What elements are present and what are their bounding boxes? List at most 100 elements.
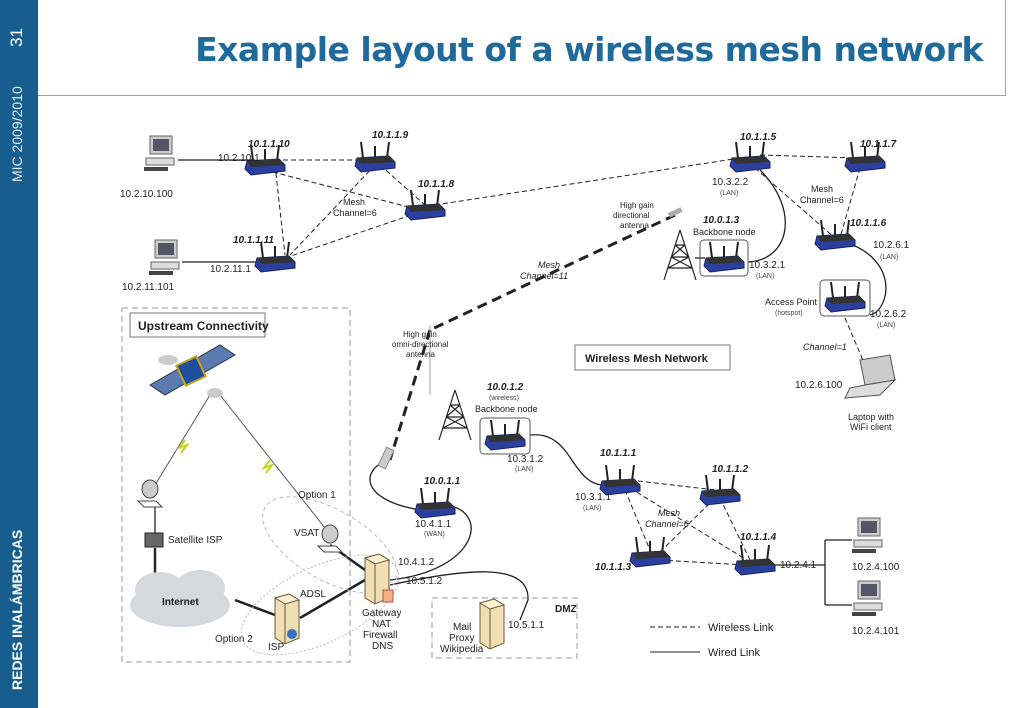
option2-ellipse xyxy=(240,554,400,656)
channel-label: Channel=11 xyxy=(520,271,568,281)
laptop-icon xyxy=(844,354,897,399)
gateway-label: Firewall xyxy=(363,630,397,641)
node-label: 10.1.1.4 xyxy=(740,532,777,543)
user-icon xyxy=(287,629,297,639)
wireless-label: (wireless) xyxy=(489,395,519,402)
channel-label: Channel=6 xyxy=(645,519,689,529)
pc-ip: 10.2.4.101 xyxy=(852,626,900,637)
legend-wireless-label: Wireless Link xyxy=(708,622,774,634)
node-label: 10.0.1.1 xyxy=(424,476,461,487)
firewall-icon xyxy=(382,589,394,603)
pc-ip: 10.2.11.101 xyxy=(122,282,175,293)
antenna-label: High gain xyxy=(620,201,654,210)
access-point-box xyxy=(819,279,871,317)
router-icon xyxy=(824,281,866,313)
gw-ip: 10.2.10.1 xyxy=(218,153,260,164)
ip-label: 10.3.1.1 xyxy=(575,492,612,503)
node-label: 10.1.1.10 xyxy=(248,139,290,150)
adsl-label: ADSL xyxy=(300,589,327,600)
pc-ip: 10.2.4.100 xyxy=(852,562,900,573)
lan-label: (LAN) xyxy=(720,190,738,197)
header-divider xyxy=(38,95,1006,96)
dmz-label: DMZ xyxy=(555,604,577,615)
satellite-dish-icon xyxy=(137,479,163,508)
mesh-label: Mesh xyxy=(343,197,365,207)
router-icon xyxy=(254,241,296,273)
lan-label: (LAN) xyxy=(583,505,601,512)
upstream-region xyxy=(121,307,351,663)
backbone-label: Backbone node xyxy=(475,404,538,414)
gateway-label: Gateway xyxy=(362,608,401,619)
lightning-icon xyxy=(261,459,275,474)
internet-cloud-icon xyxy=(130,570,230,627)
antenna-label: omni-directional xyxy=(392,340,449,349)
antenna-label: High gain xyxy=(403,330,437,339)
ip-label: 10.2.6.100 xyxy=(795,380,843,391)
backbone-label: Backbone node xyxy=(693,227,756,237)
option1-label: Option 1 xyxy=(298,490,336,501)
access-point-label: Access Point xyxy=(765,297,818,307)
antenna-label: directional xyxy=(613,211,650,220)
isp-label: ISP xyxy=(268,642,284,653)
router-icon xyxy=(734,544,776,576)
ip-label: 10.3.2.2 xyxy=(712,177,749,188)
laptop-label: WiFi client xyxy=(850,422,892,432)
dmz-server-icon xyxy=(479,598,505,650)
router-icon xyxy=(484,419,526,451)
ip-label: 10.3.1.2 xyxy=(507,454,544,465)
ip-label: 10.4.1.2 xyxy=(398,557,435,568)
mesh-label: Mesh xyxy=(658,508,680,518)
backbone-box xyxy=(479,417,531,455)
mesh-label-box xyxy=(574,344,731,371)
mesh-label: Mesh xyxy=(538,260,560,270)
router-icon xyxy=(404,189,446,221)
modem-icon xyxy=(144,532,164,548)
router-icon xyxy=(599,464,641,496)
lan-label: (LAN) xyxy=(756,273,774,280)
vsat-dish-icon xyxy=(317,524,343,553)
wan-label: (WAN) xyxy=(424,531,445,538)
node-label: 10.1.1.9 xyxy=(372,130,409,141)
pc-ip: 10.2.10.100 xyxy=(120,189,173,200)
option1-ellipse xyxy=(262,496,398,594)
router-icon xyxy=(354,141,396,173)
channel-label: Channel=6 xyxy=(800,195,844,205)
router-icon xyxy=(414,487,456,519)
lan-label: (LAN) xyxy=(515,466,533,473)
ip-label: 10.5.1.1 xyxy=(508,620,545,631)
router-icon xyxy=(814,219,856,251)
node-label: 10.1.1.8 xyxy=(418,179,455,190)
satellite-isp-label: Satellite ISP xyxy=(168,535,223,546)
sidebar: 31 MIC 2009/2010 REDES INALÁMBRICAS xyxy=(0,0,38,708)
mesh-network-label: Wireless Mesh Network xyxy=(585,353,709,365)
lan-label: (LAN) xyxy=(877,322,895,329)
ip-label: 10.2.6.1 xyxy=(873,240,910,251)
antenna-label: antenna xyxy=(406,350,435,359)
router-icon xyxy=(703,241,745,273)
pc-icon xyxy=(851,517,883,554)
node-label: 10.1.1.3 xyxy=(595,562,632,573)
dmz-server-label: Proxy xyxy=(449,633,475,644)
pc-icon xyxy=(148,239,180,276)
ip-label: 10.4.1.1 xyxy=(415,519,452,530)
router-icon xyxy=(629,536,671,568)
legend-wired-label: Wired Link xyxy=(708,647,760,659)
backbone-box xyxy=(699,239,749,277)
mesh-label: Mesh xyxy=(811,184,833,194)
page-title: Example layout of a wireless mesh networ… xyxy=(195,30,983,69)
laptop-label: Laptop with xyxy=(848,412,894,422)
node-label: 10.1.1.6 xyxy=(850,218,887,229)
ip-label: 10.2.6.2 xyxy=(870,309,907,320)
node-label: 10.1.1.11 xyxy=(233,235,274,246)
header-border xyxy=(1005,0,1006,96)
vsat-label: VSAT xyxy=(294,528,319,539)
dmz-region xyxy=(431,597,578,659)
antenna-icon xyxy=(377,446,395,470)
dmz-server-label: Wikipedia xyxy=(440,644,484,655)
option2-label: Option 2 xyxy=(215,634,253,645)
dmz-server-label: Mail xyxy=(453,622,471,633)
tower-icon xyxy=(438,389,472,441)
tower-icon xyxy=(663,229,697,281)
pc-icon xyxy=(851,580,883,617)
